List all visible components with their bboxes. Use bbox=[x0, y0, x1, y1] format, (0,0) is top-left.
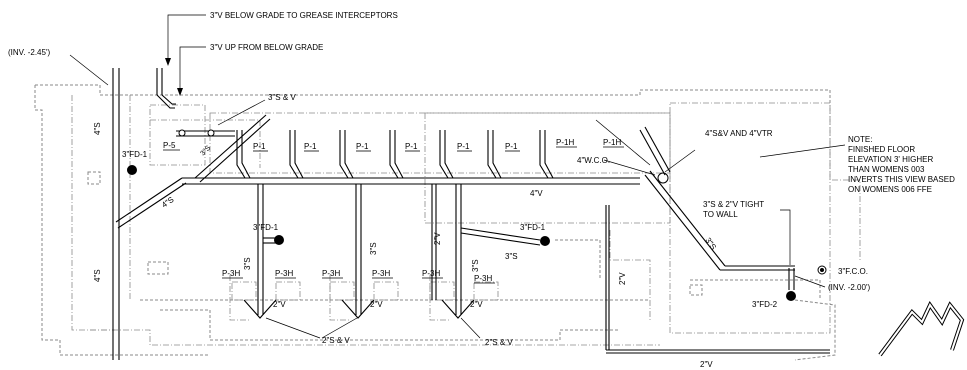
label-s-and-v-top: 3"S & V bbox=[268, 93, 296, 102]
label-2v-e: 2"V bbox=[470, 300, 483, 309]
note-line-3: ELEVATION 3' HIGHER bbox=[848, 155, 933, 164]
label-tight-wall-2: TO WALL bbox=[703, 210, 738, 219]
label-2v-d: 2"V bbox=[370, 300, 383, 309]
label-fd1-left: 3"FD-1 bbox=[122, 150, 148, 159]
label-p1-c: P-1 bbox=[356, 142, 369, 151]
label-wco: 4"W.C.O. bbox=[577, 156, 610, 165]
label-fd2: 3"FD-2 bbox=[752, 300, 778, 309]
label-2v-b: 2"V bbox=[618, 272, 627, 285]
label-3s-h: 3"S bbox=[505, 252, 518, 261]
label-p3h-3: P-3H bbox=[322, 269, 340, 278]
leaders bbox=[69, 14, 846, 339]
label-p3h-2: P-3H bbox=[275, 269, 293, 278]
label-p3h-6: P-3H bbox=[474, 274, 492, 283]
note-line-2: FINISHED FLOOR bbox=[848, 145, 915, 154]
note-line-6: ON WOMENS 006 FFE bbox=[848, 185, 932, 194]
label-3s-v2: 3"S bbox=[369, 242, 378, 255]
label-p1-f: P-1 bbox=[505, 142, 518, 151]
sanitary-piping bbox=[112, 68, 830, 360]
label-3s-v1: 3"S bbox=[243, 257, 252, 270]
label-3s-v3: 3"S bbox=[471, 259, 480, 272]
label-p3h-4: P-3H bbox=[372, 269, 390, 278]
label-2v-a: 2"V bbox=[433, 232, 442, 245]
fixture-stubs bbox=[236, 130, 554, 179]
label-3s-small: 3"S bbox=[199, 144, 212, 157]
label-p1-a: P-1 bbox=[253, 142, 266, 151]
note-line-5: INVERTS THIS VIEW BASED bbox=[848, 175, 955, 184]
label-sv-vtr: 4"S&V AND 4"VTR bbox=[705, 129, 773, 138]
note-line-4: THAN WOMENS 003 bbox=[848, 165, 925, 174]
label-4s-bottom: 4"S bbox=[93, 269, 102, 282]
label-tight-wall-1: 3"S & 2"V TIGHT bbox=[703, 200, 764, 209]
label-4s-diag: 4"S bbox=[160, 195, 176, 210]
label-fd1-mid: 3"FD-1 bbox=[253, 223, 279, 232]
label-2v-c: 2"V bbox=[273, 300, 286, 309]
labels: 3"V BELOW GRADE TO GREASE INTERCEPTORS 3… bbox=[8, 11, 955, 369]
note-line-1: NOTE: bbox=[848, 135, 872, 144]
label-4s-top: 4"S bbox=[93, 122, 102, 135]
label-fd1-right: 3"FD-1 bbox=[520, 223, 546, 232]
label-sv-bottom-right: 2"S & V bbox=[485, 338, 513, 347]
label-below-grade-grease: 3"V BELOW GRADE TO GREASE INTERCEPTORS bbox=[210, 11, 398, 20]
label-fco: 3"F.C.O. bbox=[838, 267, 868, 276]
label-p3h-1: P-3H bbox=[222, 269, 240, 278]
label-inv-right: (INV. -2.00') bbox=[828, 283, 870, 292]
bottom-branches bbox=[243, 299, 475, 319]
label-p1-b: P-1 bbox=[304, 142, 317, 151]
label-p5: P-5 bbox=[163, 141, 176, 150]
label-up-from-below: 3"V UP FROM BELOW GRADE bbox=[210, 43, 323, 52]
label-p3h-5: P-3H bbox=[422, 269, 440, 278]
label-sv-bottom-left: 2"S & V bbox=[322, 336, 350, 345]
building-outline bbox=[34, 84, 861, 361]
label-4v: 4"V bbox=[530, 189, 543, 198]
label-p1h-b: P-1H bbox=[603, 138, 621, 147]
signature-mark bbox=[878, 301, 965, 357]
label-2v-f: 2"V bbox=[700, 360, 713, 369]
label-p1-e: P-1 bbox=[457, 142, 470, 151]
label-p1-d: P-1 bbox=[405, 142, 418, 151]
label-inv-left: (INV. -2.45') bbox=[8, 48, 50, 57]
fixture-outlines bbox=[231, 281, 499, 301]
label-p1h-a: P-1H bbox=[556, 138, 574, 147]
label-3s-diag: 3"S bbox=[703, 236, 718, 252]
